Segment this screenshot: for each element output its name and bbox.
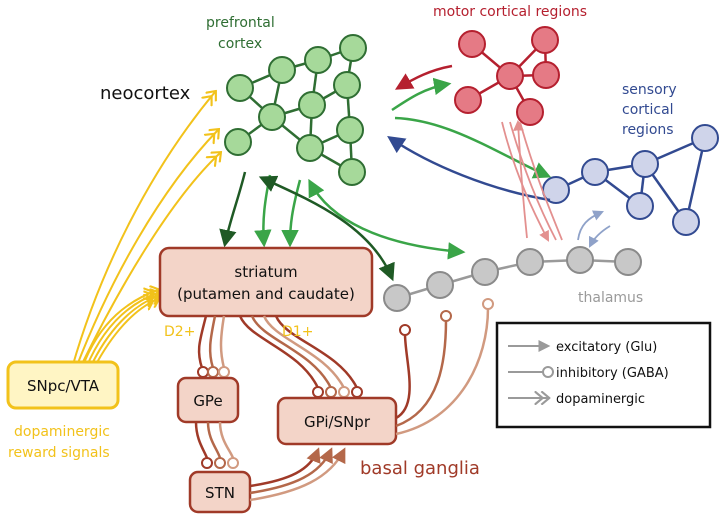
striatal-output-pathways (197, 315, 359, 389)
prefrontal-label-2: cortex (218, 36, 262, 52)
sensory-label-2: cortical (622, 102, 674, 118)
sensory-label: sensory (622, 82, 677, 98)
basal-ganglia-label: basal ganglia (360, 458, 480, 479)
thalamus-label: thalamus (578, 290, 643, 306)
gpe-label: GPe (193, 392, 222, 410)
prefrontal-nodes (224, 34, 367, 186)
legend: excitatory (Glu) inhibitory (GABA) dopam… (495, 321, 712, 429)
snpc-vta-label: SNpc/VTA (27, 377, 100, 395)
prefrontal-label: prefrontal (206, 15, 275, 31)
motor-nodes (454, 26, 560, 126)
dopa-label-2: reward signals (8, 445, 110, 461)
motor-label: motor cortical regions (433, 4, 587, 20)
dopaminergic-projections (71, 92, 220, 369)
striatum-box: striatum (putamen and caudate) (158, 246, 374, 318)
sensory-label-3: regions (622, 122, 674, 138)
stn-label: STN (205, 484, 235, 502)
sensory-thalamus-arrows (577, 210, 611, 248)
dopa-label: dopaminergic (14, 424, 110, 440)
legend-inhibitory-label: inhibitory (GABA) (556, 366, 669, 381)
gpi-snpr-label: GPi/SNpr (304, 413, 371, 431)
gpe-stn-pathway (194, 421, 235, 459)
d2-label: D2+ (164, 324, 195, 340)
corticostriatal-arrows (219, 171, 466, 282)
cortical-arrows (387, 64, 552, 202)
d1-label: D1+ (282, 324, 313, 340)
sensory-nodes (542, 124, 719, 236)
gpi-snpr-box: GPi/SNpr (276, 396, 398, 446)
motor-thalamus-arrows (501, 119, 563, 242)
gpi-thalamus-terminals (399, 298, 494, 336)
striatum-sublabel: (putamen and caudate) (177, 285, 355, 303)
striatal-output-terminals (197, 366, 363, 398)
striatum-label: striatum (234, 263, 297, 281)
legend-excitatory-label: excitatory (Glu) (556, 340, 657, 355)
legend-dopaminergic-label: dopaminergic (556, 392, 645, 407)
gpi-thalamus-pathway (395, 307, 490, 436)
stn-gpi-pathway (249, 447, 346, 502)
gpe-box: GPe (176, 376, 240, 424)
thalamus-nodes (383, 246, 642, 312)
gpe-stn-terminals (201, 457, 239, 469)
legend-inhibitory-terminal (542, 366, 554, 378)
stn-box: STN (188, 470, 252, 514)
snpc-vta-box: SNpc/VTA (6, 360, 120, 410)
neocortex-label: neocortex (100, 83, 191, 104)
